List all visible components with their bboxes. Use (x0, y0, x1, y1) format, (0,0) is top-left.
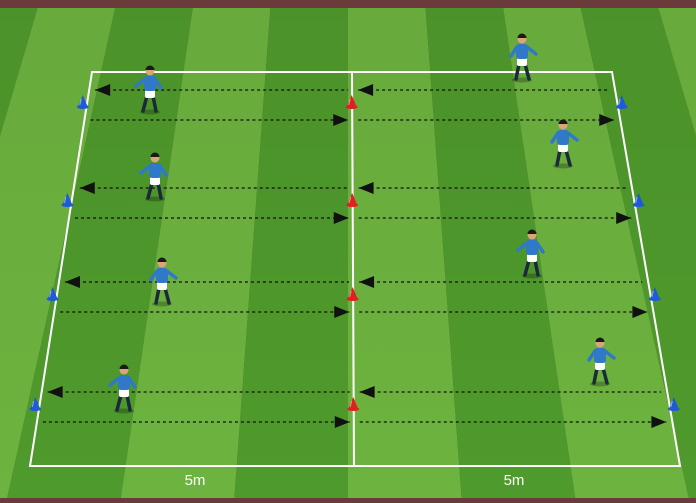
cone-base (346, 105, 358, 109)
cone-base (633, 203, 645, 207)
cone-base (47, 297, 59, 301)
player-shorts (595, 362, 605, 370)
cone-base (347, 297, 359, 301)
player-shorts (150, 177, 160, 185)
cone-base (347, 407, 359, 411)
player-shorts (558, 144, 568, 152)
right-width-label: 5m (504, 472, 525, 489)
frame-top-bar (0, 0, 696, 8)
cone-base (61, 203, 73, 207)
cone-base (668, 407, 680, 411)
player-shorts (517, 58, 527, 66)
cone-base (77, 105, 89, 109)
left-width-label: 5m (185, 472, 206, 489)
cone-base (29, 407, 41, 411)
player-shorts (157, 282, 167, 290)
cone-base (649, 297, 661, 301)
cone-base (346, 203, 358, 207)
grass-shade (0, 8, 696, 498)
cone-base (616, 105, 628, 109)
player-shorts (119, 389, 129, 397)
player-shorts (145, 90, 155, 98)
player-shorts (527, 254, 537, 262)
